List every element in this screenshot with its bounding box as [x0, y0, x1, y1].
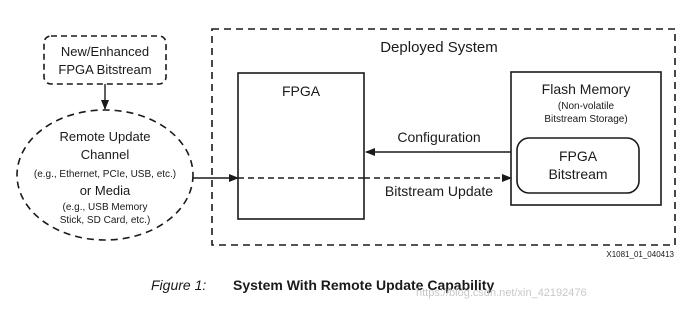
caption-title: System With Remote Update Capability [233, 277, 494, 293]
channel-line5: (e.g., USB Memory [62, 202, 147, 213]
remote-update-channel-ellipse [16, 109, 194, 241]
flash-memory-title: Flash Memory [542, 81, 631, 97]
deployed-system-title: Deployed System [380, 39, 498, 56]
fpga-bitstream-inner-box [516, 137, 640, 194]
flash-memory-sub2: Bitstream Storage) [544, 114, 627, 125]
channel-line3: (e.g., Ethernet, PCIe, USB, etc.) [34, 169, 176, 180]
new-bitstream-box [43, 35, 167, 85]
caption-number: Figure 1: [151, 277, 206, 293]
channel-line6: Stick, SD Card, etc.) [60, 215, 151, 226]
watermark: https://blog.csdn.net/xin_42192476 [416, 287, 587, 299]
channel-line2: Channel [81, 147, 130, 162]
new-bitstream-line1: New/Enhanced [61, 44, 149, 59]
flash-memory-sub1: (Non-volatile [558, 101, 615, 112]
fpga-box [237, 72, 365, 220]
fpga-bitstream-line2: Bitstream [548, 166, 607, 182]
channel-line1: Remote Update [59, 129, 150, 144]
fpga-label: FPGA [282, 83, 321, 99]
configuration-label: Configuration [397, 129, 480, 145]
bitstream-update-label: Bitstream Update [385, 183, 493, 199]
figure-id: X1081_01_040413 [606, 250, 674, 259]
new-bitstream-line2: FPGA Bitstream [58, 62, 151, 77]
deployed-system-border [211, 28, 676, 246]
channel-line4: or Media [80, 183, 131, 198]
fpga-bitstream-line1: FPGA [559, 148, 598, 164]
